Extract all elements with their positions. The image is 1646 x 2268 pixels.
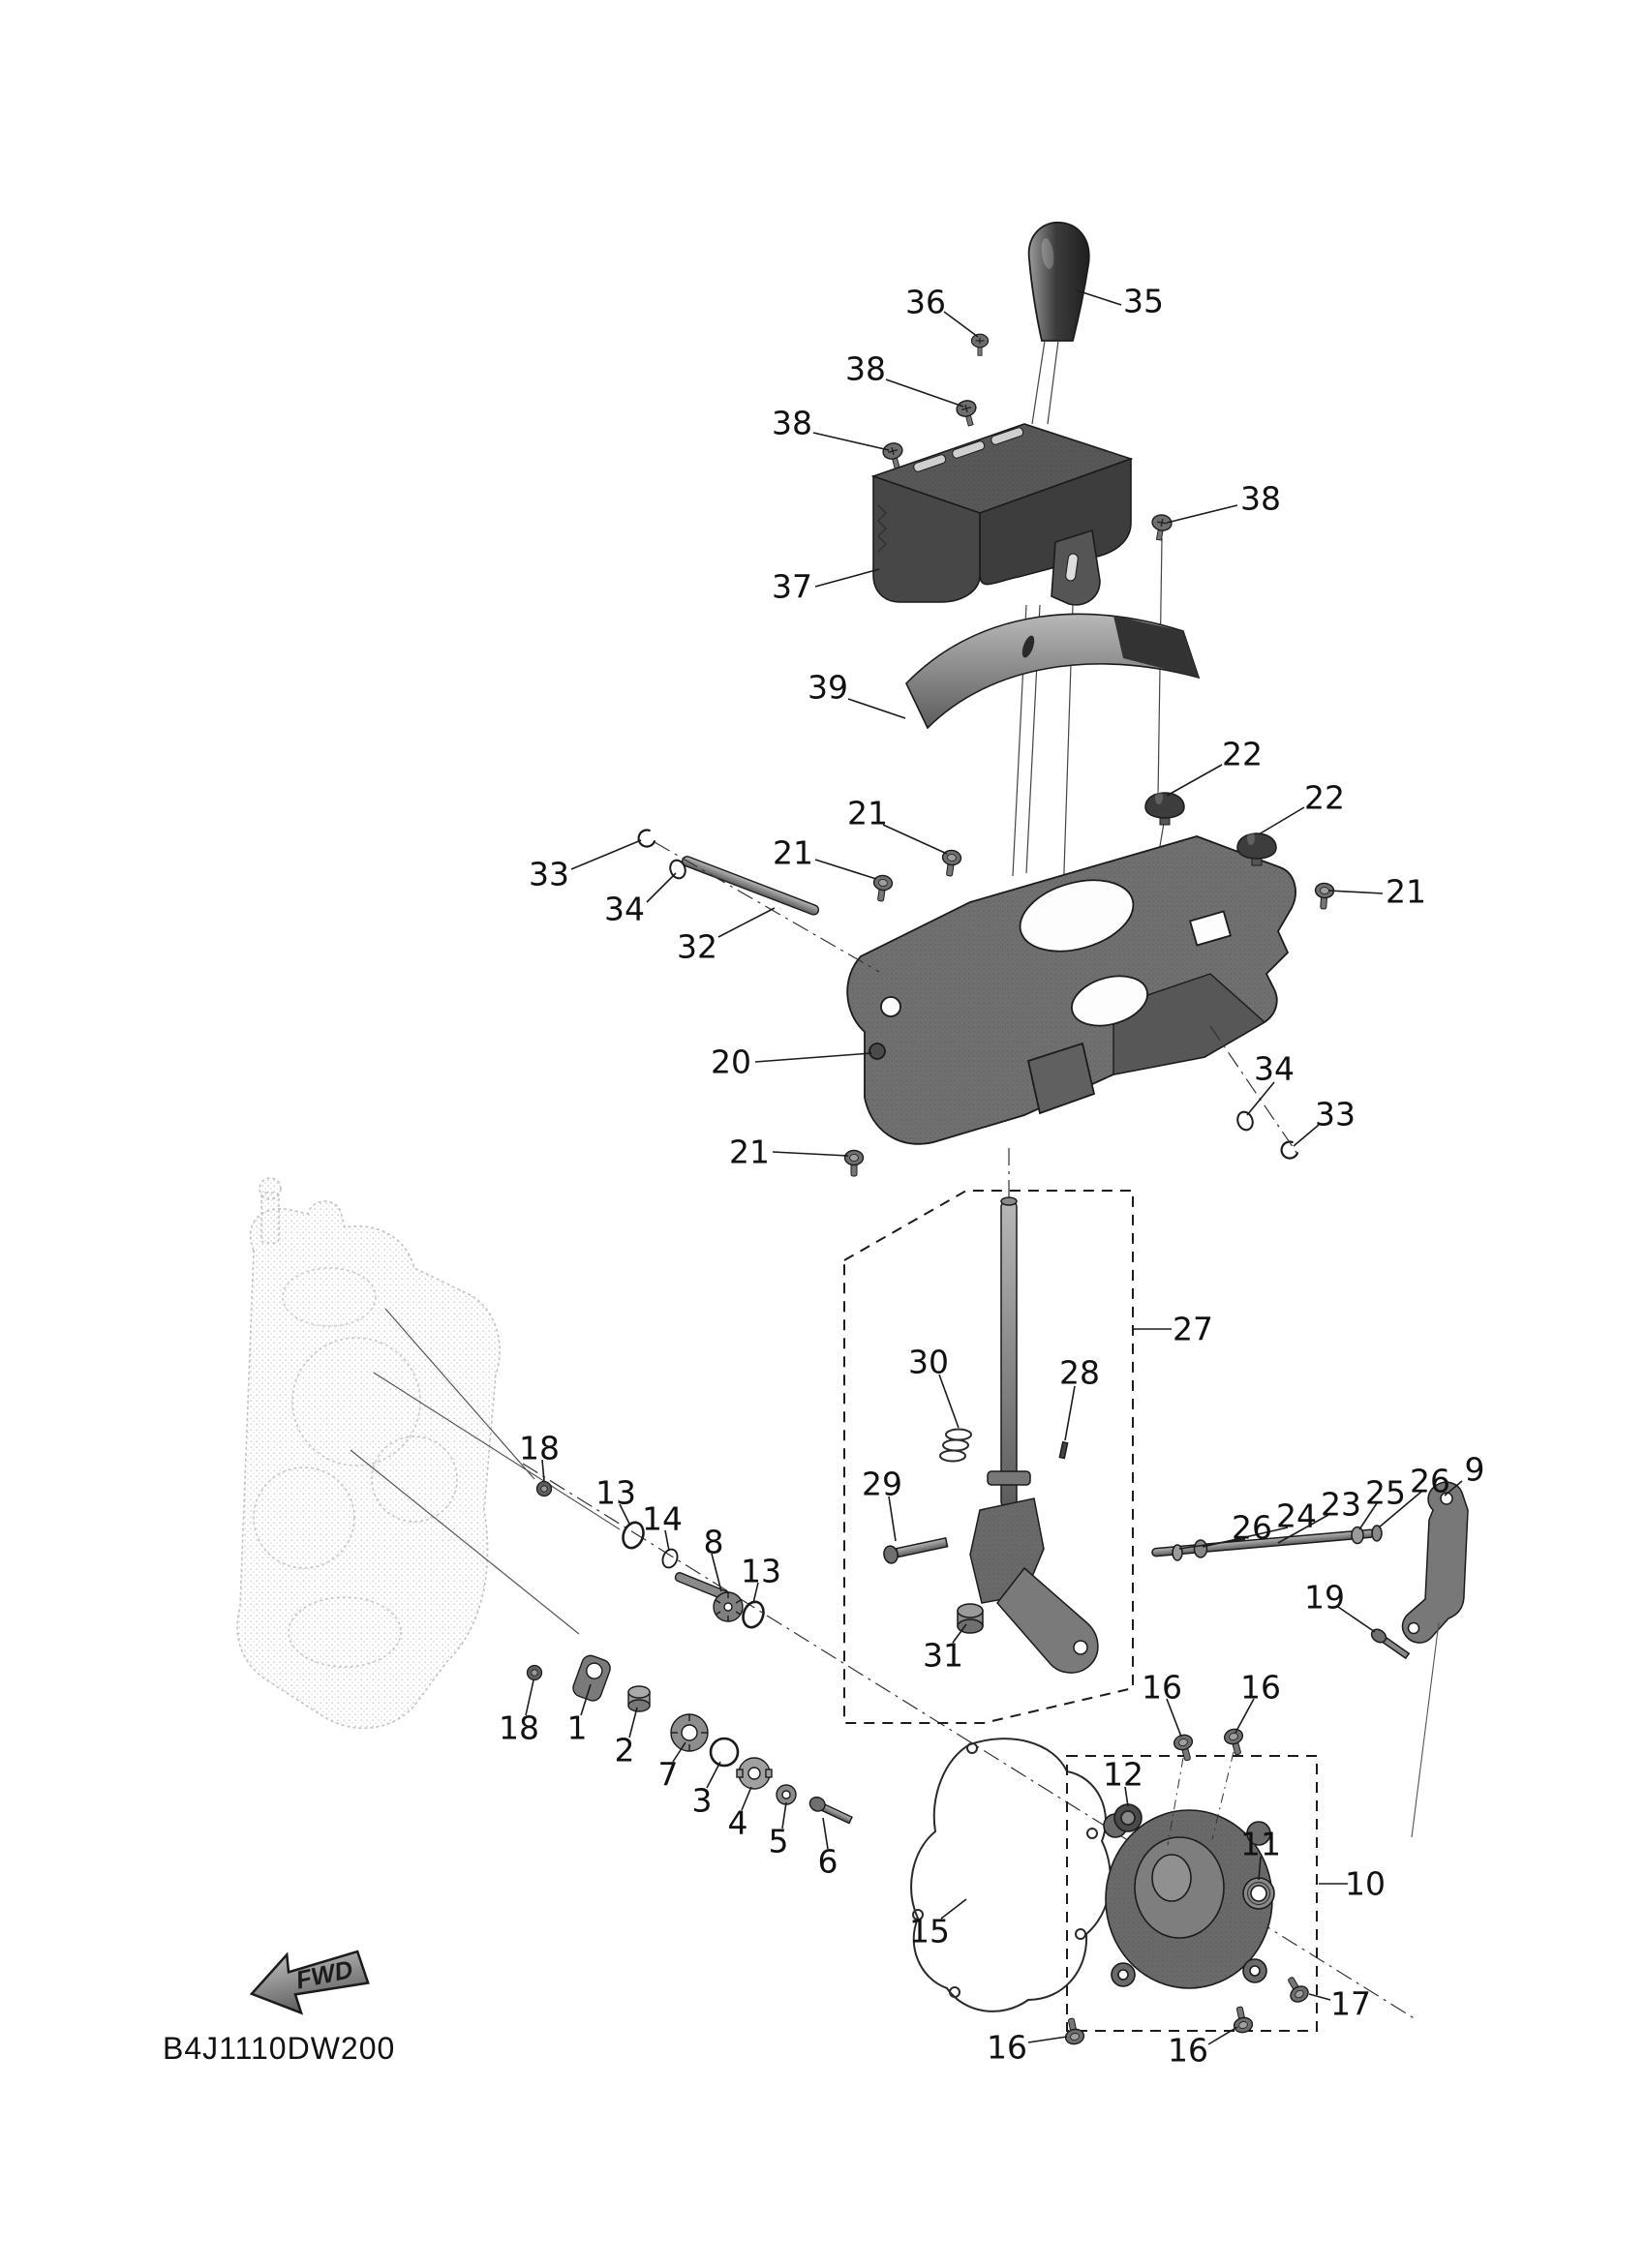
part-bearing-11 (1242, 1877, 1275, 1910)
part-rod-32 (681, 856, 820, 916)
part-nut-18-a (535, 1480, 553, 1497)
part-seal-12 (1113, 1803, 1143, 1832)
part-nut-18-b (526, 1664, 543, 1681)
fwd-label: FWD (293, 1954, 355, 1995)
part-screw-36 (970, 333, 990, 356)
part-gasket-15 (910, 1738, 1112, 2012)
part-washer-25 (1351, 1526, 1364, 1545)
part-shift-shaft-assembly (883, 1196, 1099, 1674)
part-bushing-2 (627, 1685, 651, 1712)
part-oring-13-b (738, 1597, 769, 1632)
part-guide-plate-39 (905, 613, 1201, 730)
part-washer-26-a (1172, 1544, 1183, 1561)
part-washer-24 (1193, 1539, 1208, 1558)
part-shift-knob (1027, 222, 1090, 342)
part-lever-9 (1401, 1481, 1469, 1644)
dashed-box-10 (1066, 1755, 1318, 2032)
engine-ghost-outline (236, 1177, 501, 1730)
part-link-rod-group (1151, 1481, 1469, 1838)
leader-lines (525, 289, 1463, 2045)
part-oring-13-a (618, 1518, 649, 1553)
part-bolt-29 (883, 1536, 949, 1564)
part-bracket-1 (572, 1654, 611, 1702)
part-retainer-4 (736, 1757, 773, 1790)
part-bolt-17 (1281, 1972, 1312, 2007)
part-oring-3 (709, 1737, 740, 1768)
fwd-arrow: FWD (249, 1950, 370, 2015)
part-washer-5 (776, 1784, 797, 1805)
part-bracket-plate-20 (846, 835, 1296, 1145)
part-spring-30 (939, 1428, 972, 1463)
engine-reference-lines (350, 1308, 621, 1635)
part-bushing-31 (957, 1603, 984, 1634)
part-rotor-7 (670, 1713, 709, 1752)
part-washer-34-right (1234, 1108, 1257, 1134)
part-bolt-19 (1370, 1628, 1411, 1660)
part-bolt-6 (808, 1796, 853, 1825)
part-washer-26-b (1371, 1525, 1383, 1542)
part-pin-28 (1058, 1440, 1069, 1460)
part-shift-shaft-8 (674, 1572, 744, 1622)
part-circlip-33-left (635, 827, 657, 851)
diagram-code: B4J1110DW200 (163, 2031, 396, 2066)
part-lever-cover-37 (870, 423, 1134, 606)
part-small-parts-row (526, 1480, 853, 1825)
part-housing-10 (1060, 1726, 1312, 2047)
